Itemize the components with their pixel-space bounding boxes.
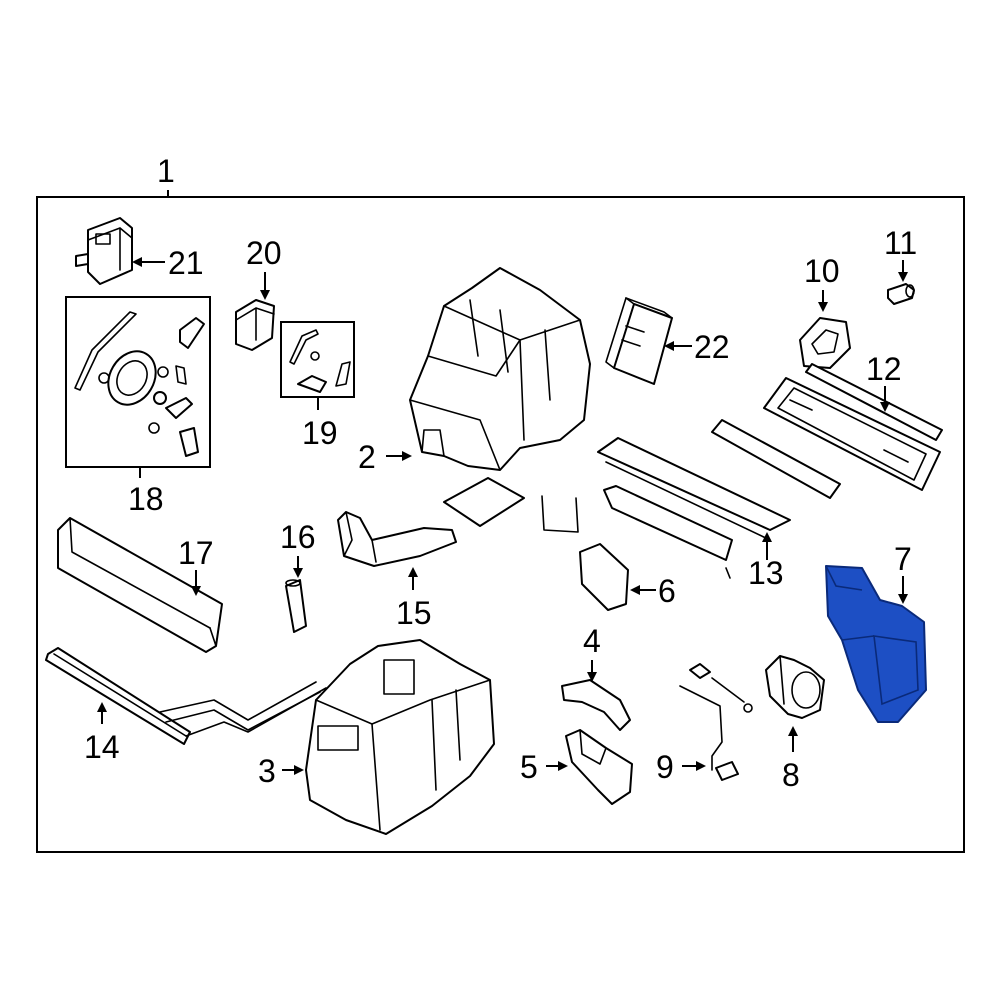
part-9-harness[interactable] — [679, 663, 753, 781]
part-21-actuator[interactable] — [75, 217, 133, 285]
part-8-blower-motor[interactable] — [765, 655, 825, 719]
callout-11[interactable]: 11 — [884, 225, 917, 261]
arrow-15 — [408, 567, 418, 577]
arrow-2 — [402, 451, 412, 461]
callout-10[interactable]: 10 — [804, 253, 840, 289]
callout-9[interactable]: 9 — [656, 749, 674, 785]
arrow-11 — [898, 272, 908, 282]
callout-16[interactable]: 16 — [280, 519, 316, 555]
part-4-cover[interactable] — [561, 679, 631, 731]
part-19-linkage-kit[interactable] — [289, 329, 351, 393]
callout-2[interactable]: 2 — [358, 439, 376, 475]
callout-6[interactable]: 6 — [658, 573, 676, 609]
callout-17[interactable]: 17 — [178, 535, 214, 571]
callout-1[interactable]: 1 — [157, 153, 175, 189]
callout-7[interactable]: 7 — [894, 541, 912, 577]
pipe-clip[interactable] — [541, 495, 579, 533]
part-12-filter-frame[interactable] — [763, 363, 943, 491]
part-6-seal[interactable] — [579, 543, 629, 611]
arrow-6 — [630, 585, 640, 595]
callout-15[interactable]: 15 — [396, 595, 432, 631]
arrow-21 — [132, 257, 142, 267]
arrow-20 — [260, 290, 270, 300]
arrow-5 — [558, 761, 568, 771]
arrow-17 — [191, 586, 201, 596]
arrow-14 — [97, 702, 107, 712]
part-18-linkage-kit[interactable] — [74, 311, 205, 457]
arrow-4 — [587, 672, 597, 682]
group-box-18 — [65, 296, 211, 468]
arrow-13 — [762, 532, 772, 542]
part-15-duct[interactable] — [337, 511, 457, 567]
part-7-blower-housing[interactable] — [825, 565, 927, 723]
callout-13[interactable]: 13 — [748, 555, 784, 591]
callout-21[interactable]: 21 — [168, 245, 204, 281]
assembly-frame — [36, 196, 965, 853]
callout-19[interactable]: 19 — [302, 415, 338, 451]
arrow-22 — [664, 341, 674, 351]
arrow-8 — [788, 726, 798, 736]
callout-12[interactable]: 12 — [866, 351, 902, 387]
part-13-doors[interactable] — [597, 419, 841, 579]
part-14-heater-core[interactable] — [45, 647, 327, 745]
arrow-3 — [294, 765, 304, 775]
arrow-12 — [880, 402, 890, 412]
callout-8[interactable]: 8 — [782, 757, 800, 793]
part-22-control-module[interactable] — [605, 297, 673, 385]
arrow-7 — [898, 594, 908, 604]
callout-18[interactable]: 18 — [128, 481, 164, 517]
arrow-16 — [293, 568, 303, 578]
callout-4[interactable]: 4 — [583, 623, 601, 659]
part-5-duct[interactable] — [565, 729, 633, 805]
callout-14[interactable]: 14 — [84, 729, 120, 765]
part-2-upper-case[interactable] — [409, 267, 591, 471]
callout-22[interactable]: 22 — [694, 329, 730, 365]
part-16-sensor[interactable] — [285, 579, 307, 633]
callout-5[interactable]: 5 — [520, 749, 538, 785]
part-3-lower-case[interactable] — [305, 639, 495, 835]
part-11-plug[interactable] — [887, 283, 915, 305]
gasket-sheet[interactable] — [443, 477, 525, 527]
part-17-evaporator-core[interactable] — [57, 517, 223, 653]
callout-3[interactable]: 3 — [258, 753, 276, 789]
arrow-10 — [818, 302, 828, 312]
part-20-bracket[interactable] — [235, 299, 275, 351]
arrow-9 — [696, 761, 706, 771]
callout-20[interactable]: 20 — [246, 235, 282, 271]
part-10-cap[interactable] — [799, 317, 851, 369]
